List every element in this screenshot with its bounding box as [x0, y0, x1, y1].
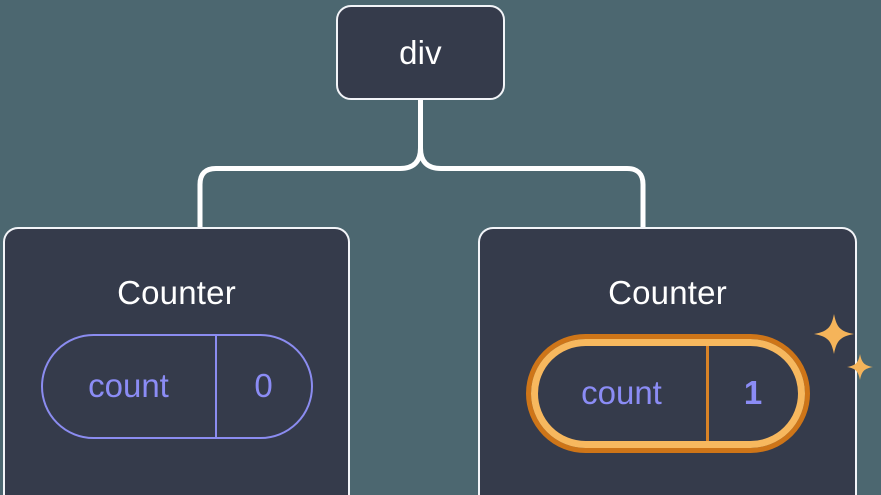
node-div[interactable]: div: [336, 5, 505, 100]
node-counter-right-label: Counter: [608, 274, 727, 311]
state-key-right: count: [581, 373, 662, 411]
sparkles-icon: [813, 314, 873, 380]
state-key-left: count: [88, 366, 169, 404]
connector-to-left-counter: [197, 145, 423, 231]
state-pill-right-wrapper: count 1: [525, 314, 873, 453]
node-counter-right[interactable]: Counter count 1: [478, 227, 873, 495]
state-pill-left[interactable]: count 0: [40, 334, 313, 439]
node-counter-left-label: Counter: [117, 274, 236, 311]
state-pill-right-highlighted[interactable]: count 1: [525, 334, 810, 453]
sparkle-large-icon: [813, 314, 854, 354]
state-pill-right-inner: count 1: [530, 339, 805, 448]
state-value-left: 0: [214, 336, 311, 437]
node-div-label: div: [399, 34, 442, 71]
state-pill-left-wrapper: count 0: [40, 334, 313, 439]
node-counter-left[interactable]: Counter count 0: [3, 227, 350, 495]
state-value-right: 1: [705, 346, 798, 441]
sparkle-small-icon: [846, 354, 873, 380]
connector-to-right-counter: [418, 145, 646, 231]
